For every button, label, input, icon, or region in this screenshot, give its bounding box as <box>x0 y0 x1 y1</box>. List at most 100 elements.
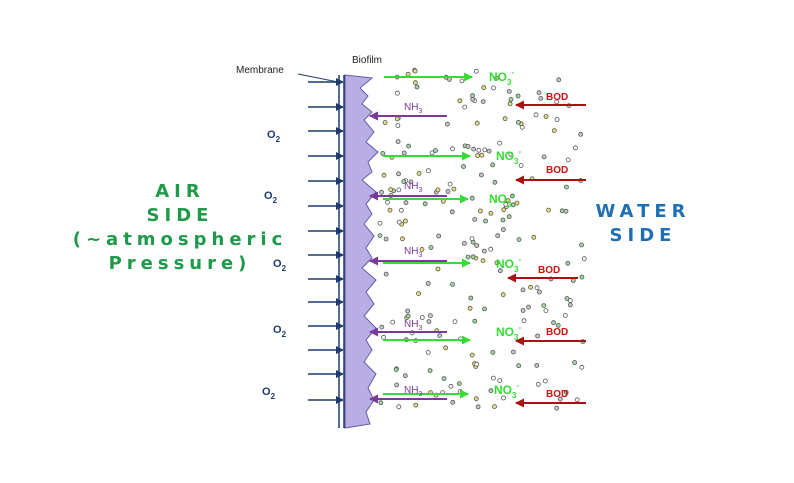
particle <box>537 289 542 295</box>
particle <box>492 179 498 185</box>
particle <box>501 207 507 213</box>
particle <box>514 200 520 206</box>
particle <box>556 77 562 83</box>
nh3-label: NH3 <box>404 102 422 115</box>
particle <box>416 291 422 297</box>
no3-label: NO3- <box>496 255 521 274</box>
particle <box>546 207 551 213</box>
particle <box>495 233 501 239</box>
particle <box>490 349 496 355</box>
particle <box>405 313 411 319</box>
no3-label: NO3- <box>496 323 521 342</box>
particle <box>579 242 584 248</box>
particle <box>436 233 442 239</box>
particle <box>450 399 456 405</box>
particle <box>481 85 487 91</box>
particle <box>538 96 544 101</box>
biofilm-label: Biofilm <box>352 55 382 66</box>
o2-label: O2 <box>267 129 281 144</box>
particle <box>554 405 560 411</box>
no3-label: NO3- <box>489 190 514 209</box>
particle <box>516 237 522 243</box>
particle <box>510 202 516 208</box>
particle <box>543 308 549 314</box>
particle <box>564 296 570 301</box>
particle <box>379 189 384 195</box>
particle <box>500 217 506 223</box>
particle <box>474 243 480 249</box>
particle <box>478 172 484 178</box>
particle <box>412 68 418 74</box>
particle <box>390 319 396 325</box>
particle <box>428 245 434 250</box>
particle <box>429 150 435 156</box>
o2-labels: O2 O2 O2 O2 O2 <box>262 129 287 401</box>
particle <box>515 93 521 99</box>
process-arrows <box>369 72 586 408</box>
particle <box>450 281 455 287</box>
oxygen-arrows <box>308 78 344 404</box>
air-side-line: (~atmospheric <box>72 229 288 250</box>
particle <box>481 248 487 254</box>
particle <box>398 207 404 213</box>
particle <box>448 383 454 389</box>
particle <box>564 184 569 190</box>
particle <box>412 80 418 86</box>
particle <box>477 208 483 214</box>
particle <box>574 397 580 403</box>
particle <box>554 117 560 122</box>
particle <box>447 181 453 187</box>
particle <box>426 319 432 325</box>
no3-label: NO3- <box>494 381 519 400</box>
particle <box>444 121 450 127</box>
particle <box>450 146 455 152</box>
particle <box>516 363 522 369</box>
o2-label: O2 <box>273 258 287 273</box>
air-side-line: AIR <box>155 181 205 202</box>
bod-label: BOD <box>546 92 568 103</box>
particle <box>380 150 386 156</box>
biofilm-layer <box>344 74 379 429</box>
particle <box>437 333 443 339</box>
o2-label: O2 <box>273 324 287 339</box>
particle <box>508 151 514 157</box>
particle <box>381 172 387 178</box>
particle <box>535 333 540 339</box>
particle <box>488 388 494 394</box>
particle <box>427 368 433 374</box>
air-side-line: SIDE <box>146 205 214 226</box>
particle <box>497 140 503 146</box>
particle <box>471 146 477 152</box>
particle <box>419 246 425 252</box>
particle <box>416 170 422 176</box>
no3-label: NO3- <box>496 147 521 166</box>
particle <box>494 260 500 266</box>
particle <box>492 404 497 410</box>
particle <box>427 313 433 319</box>
particle <box>462 104 468 110</box>
particle <box>506 89 512 94</box>
particle <box>452 319 458 325</box>
particle <box>579 364 585 370</box>
air-side-label: AIR SIDE (~atmospheric Pressure) <box>70 180 290 276</box>
particle <box>483 218 488 224</box>
particle <box>405 71 411 77</box>
particle <box>488 210 494 216</box>
particle <box>557 396 563 402</box>
particle <box>469 352 475 358</box>
particle <box>395 123 401 128</box>
o2-label: O2 <box>264 190 278 205</box>
particle <box>406 143 412 149</box>
particle <box>425 281 431 286</box>
membrane-pointer <box>297 73 339 83</box>
particle <box>573 145 578 151</box>
particle <box>468 295 474 301</box>
particle <box>435 266 441 272</box>
particle <box>396 187 402 193</box>
particle <box>480 99 486 104</box>
particle <box>394 382 400 388</box>
particle <box>563 389 569 395</box>
particle <box>567 302 573 308</box>
particle <box>456 381 462 387</box>
particles <box>377 67 587 411</box>
